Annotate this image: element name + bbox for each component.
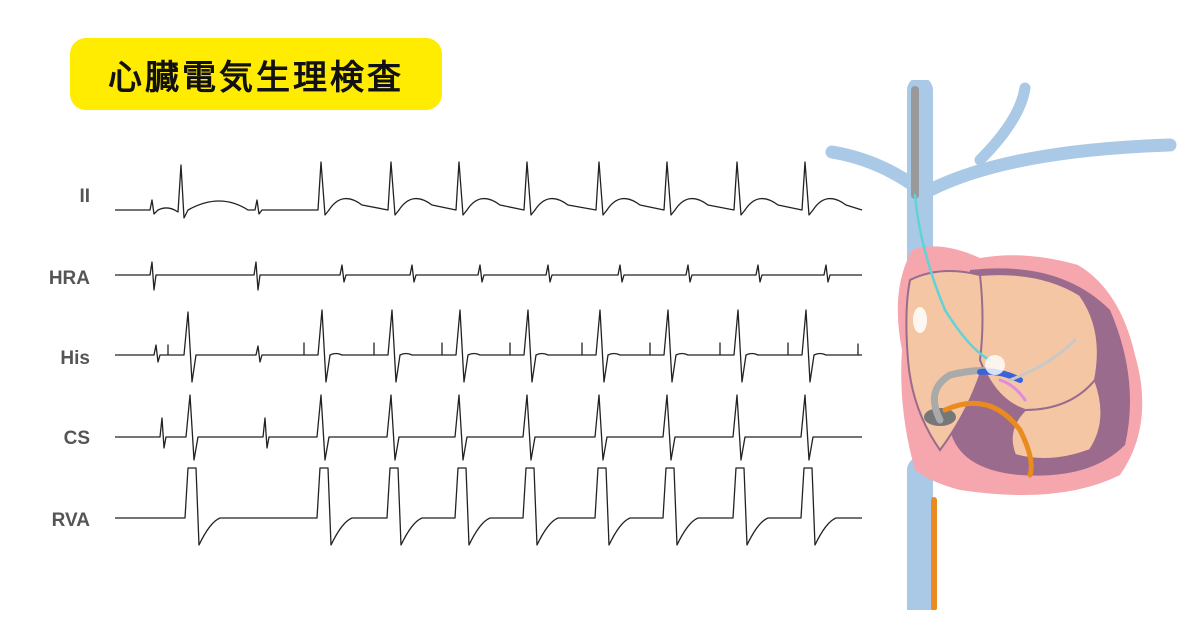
- trace-rva: [115, 467, 862, 546]
- lead-label-cs: CS: [63, 428, 90, 449]
- heart-catheter-illustration: [825, 80, 1177, 610]
- lead-label-hra: HRA: [48, 268, 90, 289]
- trace-hra: [115, 261, 862, 291]
- page-title: 心臓電気生理検査: [108, 57, 404, 98]
- trace-his: [115, 309, 862, 383]
- lead-label-rva: RVA: [51, 510, 90, 531]
- ecg-traces: [115, 161, 863, 546]
- trace-cs: [115, 394, 862, 461]
- title-badge: 心臓電気生理検査: [70, 38, 442, 110]
- lead-label-his: His: [60, 348, 90, 369]
- highlight: [913, 307, 927, 333]
- trace-ii: [115, 161, 863, 219]
- tricuspid-valve: [985, 355, 1005, 375]
- ventricle-chamber: [1010, 378, 1103, 460]
- right-ventricle: [978, 273, 1099, 412]
- lead-label-ii: II: [79, 186, 90, 207]
- catheters: [911, 86, 1077, 610]
